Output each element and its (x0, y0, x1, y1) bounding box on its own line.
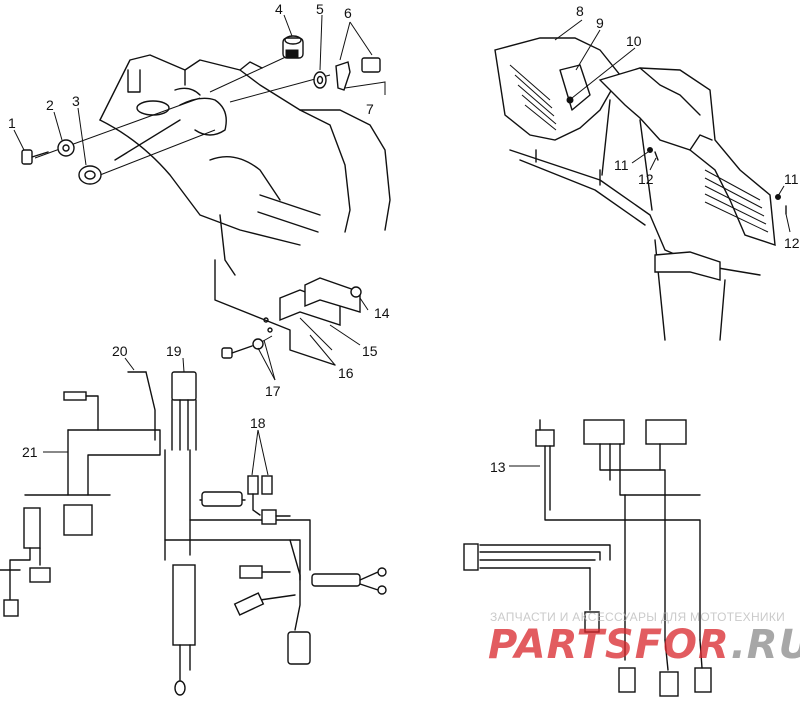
callout-8: 8 (576, 3, 584, 19)
main-harness (0, 371, 387, 696)
side-panel-assembly (494, 37, 787, 341)
lever-6 (335, 57, 381, 91)
callout-9: 9 (596, 15, 604, 31)
callout-13: 13 (490, 459, 506, 475)
callout-3: 3 (72, 93, 80, 109)
watermark-tagline: ЗАПЧАСТИ И АКСЕССУАРЫ ДЛЯ МОТОТЕХНИКИ (490, 610, 785, 624)
grommet-3 (78, 165, 102, 185)
callout-12a: 12 (638, 171, 654, 187)
callout-21: 21 (22, 444, 38, 460)
callout-17: 17 (265, 383, 281, 399)
bolt-1 (21, 149, 49, 165)
callout-2: 2 (46, 97, 54, 113)
callout-19: 19 (166, 343, 182, 359)
callout-6: 6 (344, 5, 352, 21)
watermark: ЗАПЧАСТИ И АКСЕССУАРЫ ДЛЯ МОТОТЕХНИКИ PA… (488, 610, 800, 668)
callout-12b: 12 (784, 235, 800, 251)
mount-bracket (214, 259, 362, 366)
callout-1: 1 (8, 115, 16, 131)
callout-10: 10 (626, 33, 642, 49)
callout-20: 20 (112, 343, 128, 359)
callout-11b: 11 (784, 171, 799, 187)
callout-14: 14 (374, 305, 390, 321)
callout-4: 4 (275, 1, 283, 17)
callout-7: 7 (366, 101, 374, 117)
callout-15: 15 (362, 343, 378, 359)
nut-5 (313, 71, 327, 89)
grille-front (509, 64, 557, 131)
secondary-harness (463, 419, 712, 697)
callout-11a: 11 (614, 157, 629, 173)
washer-2 (57, 139, 75, 157)
console-assembly (21, 35, 391, 366)
switch-4 (282, 35, 304, 59)
callout-16: 16 (338, 365, 354, 381)
callout-labels: 1 2 3 4 5 6 7 8 9 10 11 12 11 12 13 14 1… (8, 1, 800, 476)
callout-18: 18 (250, 415, 266, 431)
grille-rear (704, 169, 769, 233)
callout-5: 5 (316, 1, 324, 17)
watermark-brand: PARTSFOR.RU (488, 622, 800, 668)
